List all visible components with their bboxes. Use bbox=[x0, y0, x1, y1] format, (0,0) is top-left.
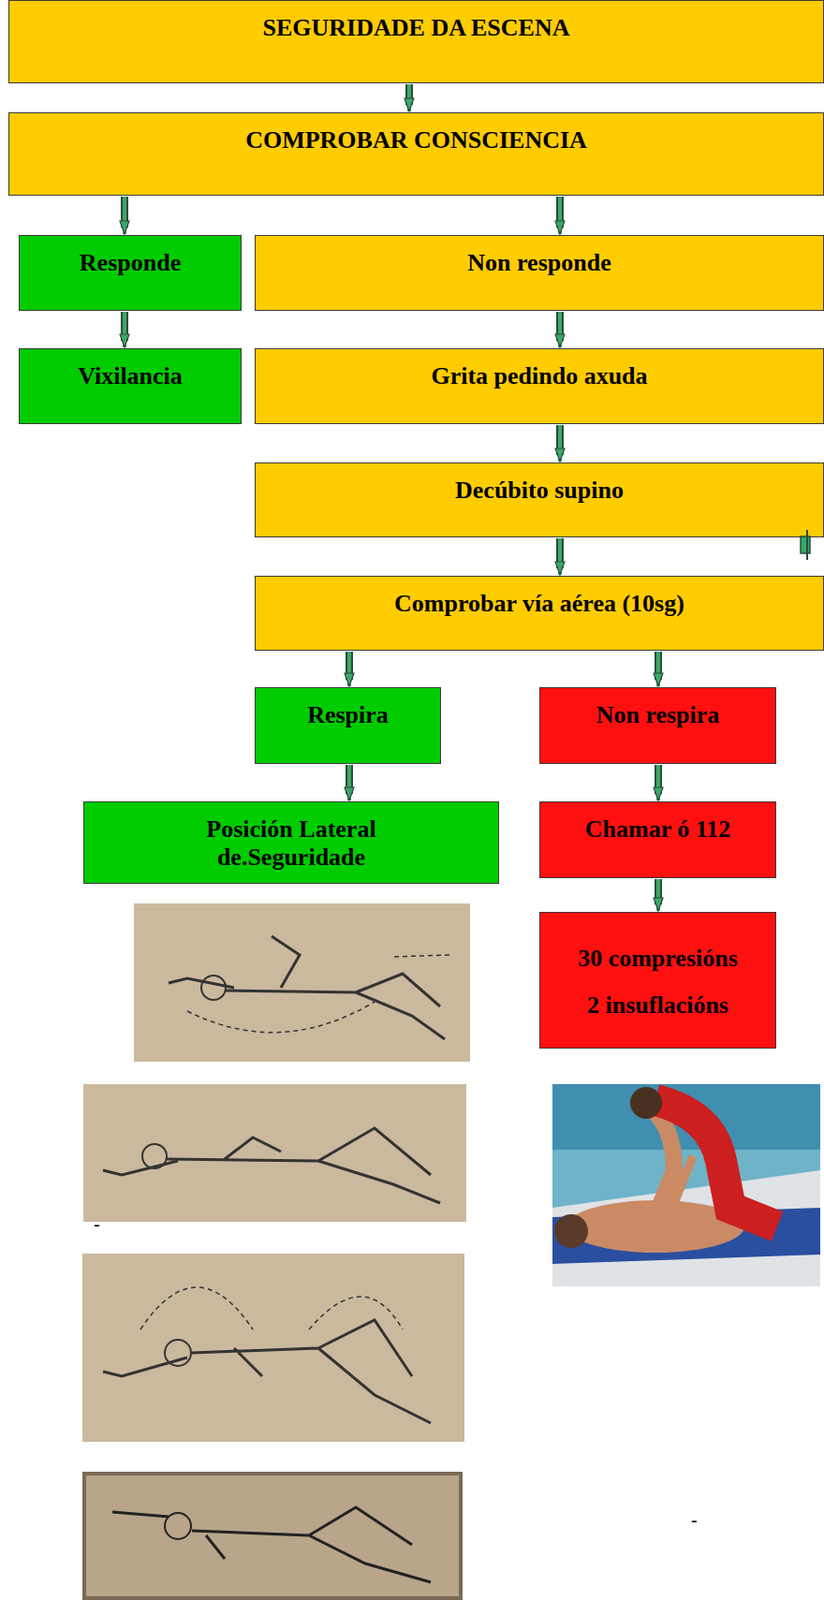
flow-arrow bbox=[124, 196, 126, 235]
box-text: Non responde bbox=[467, 249, 611, 278]
arrow-shaft bbox=[558, 196, 562, 235]
arrow-shaft bbox=[122, 311, 127, 348]
step-box: Non responde bbox=[254, 235, 824, 311]
alarm-box: Chamar ó 112 bbox=[539, 801, 777, 879]
step-box: Grita pedindo axuda bbox=[254, 348, 824, 425]
outcome-box: Responde bbox=[18, 235, 242, 311]
arrow-shaft bbox=[407, 84, 412, 112]
outcome-box: Respira bbox=[254, 687, 442, 765]
outcome-box: Vixilancia bbox=[18, 348, 242, 425]
box-text: SEGURIDADE DA ESCENA bbox=[263, 14, 571, 43]
recovery-step-2 bbox=[83, 1084, 467, 1222]
flow-arrow bbox=[559, 538, 561, 575]
box-text: Posición Lateral de.Seguridade bbox=[174, 815, 409, 872]
stray-mark: - bbox=[93, 1213, 101, 1236]
box-text: Respira bbox=[307, 701, 389, 730]
arrow-shaft bbox=[558, 425, 562, 462]
flow-arrow bbox=[559, 425, 561, 462]
cpr-photo bbox=[552, 1084, 821, 1287]
step-box: Comprobar vía aérea (10sg) bbox=[254, 575, 824, 651]
alarm-box: Non respira bbox=[539, 687, 777, 765]
step-box: SEGURIDADE DA ESCENA bbox=[8, 0, 824, 84]
flow-arrow bbox=[124, 311, 126, 348]
outcome-box: Posición Lateral de.Seguridade bbox=[83, 801, 500, 884]
alarm-box: 30 compresións 2 insuflacións bbox=[539, 912, 777, 1049]
flow-arrow bbox=[658, 879, 660, 912]
recovery-step-3 bbox=[82, 1253, 465, 1442]
flow-arrow bbox=[349, 765, 351, 801]
flow-arrow bbox=[409, 84, 411, 112]
box-text: Decúbito supino bbox=[455, 476, 624, 505]
arrow-shaft bbox=[558, 311, 562, 348]
arrow-shaft bbox=[347, 651, 352, 687]
recovery-step-1 bbox=[133, 903, 471, 1062]
stray-mark: - bbox=[691, 1509, 698, 1531]
box-text: Non respira bbox=[596, 701, 721, 730]
box-text: 2 insuflacións bbox=[587, 991, 729, 1020]
box-text: Grita pedindo axuda bbox=[430, 362, 648, 391]
box-text: COMPROBAR CONSCIENCIA bbox=[245, 126, 588, 155]
box-text: Responde bbox=[79, 249, 181, 278]
flow-arrow bbox=[349, 651, 351, 687]
box-text: 30 compresións bbox=[577, 944, 738, 973]
arrow-shaft bbox=[656, 765, 661, 801]
arrow-shaft bbox=[558, 538, 562, 575]
box-text: Vixilancia bbox=[77, 362, 183, 391]
flow-arrow bbox=[559, 196, 561, 235]
flow-arrow bbox=[658, 651, 660, 687]
recovery-step-4 bbox=[82, 1471, 463, 1600]
step-box: Decúbito supino bbox=[254, 462, 824, 538]
box-text: Comprobar vía aérea (10sg) bbox=[394, 589, 685, 618]
box-text: Chamar ó 112 bbox=[585, 815, 732, 844]
flow-arrow bbox=[658, 765, 660, 801]
arrow-shaft bbox=[122, 196, 127, 235]
flow-arrow bbox=[559, 311, 561, 348]
arrow-shaft bbox=[656, 879, 661, 912]
arrow-shaft bbox=[656, 651, 661, 687]
step-box: COMPROBAR CONSCIENCIA bbox=[8, 112, 824, 196]
arrow-shaft bbox=[347, 765, 352, 801]
